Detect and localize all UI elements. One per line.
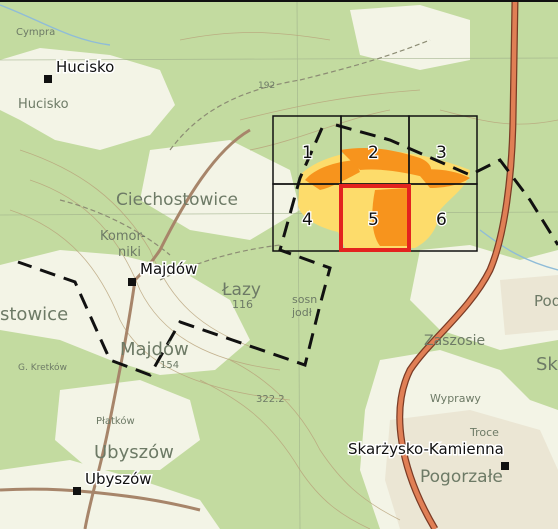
grid-cell-number: 6 (436, 210, 447, 230)
basemap-label: Łazy (221, 280, 261, 300)
basemap-label: Hucisko (18, 97, 69, 112)
basemap-label: Płatków (96, 415, 135, 427)
grid-cell-number: 3 (436, 143, 447, 163)
forest-tracks (59, 39, 431, 281)
secondary-roads (0, 128, 251, 529)
expressway (396, 0, 519, 529)
grid-cell-number: 1 (302, 143, 313, 163)
grid-cell-numbers: 1 2 3 4 5 6 (301, 142, 448, 232)
place-label-majdow: Majdów (140, 260, 197, 278)
streams (0, 4, 558, 271)
basemap-label: jodł (291, 306, 313, 319)
settlement-marker-icon (501, 462, 509, 470)
settlement-marker-icon (128, 278, 136, 286)
grid-cell-number: 5 (368, 210, 379, 230)
basemap-label: Troce (469, 426, 499, 439)
basemap-label: Pod (534, 292, 558, 310)
basemap-label: niki (118, 245, 141, 260)
basemap-label: Cympra (16, 27, 55, 38)
place-label-ubyszow: Ubyszów (85, 470, 152, 488)
place-labels: Hucisko Majdów Ubyszów Skarżysko-Kamienn… (55, 57, 506, 490)
basemap-label: 154 (160, 360, 179, 371)
settlement-marker-icon (44, 75, 52, 83)
place-label-skarzysko-kamienna: Skarżysko-Kamienna (348, 440, 504, 458)
basemap-label: sosn (292, 293, 317, 306)
settlement-areas (385, 275, 558, 529)
basemap-label: G. Kretków (18, 362, 67, 373)
basemap-label: 116 (232, 298, 253, 311)
basemap-label: Sk (536, 354, 558, 375)
basemap-label: Majdów (120, 339, 189, 360)
basemap-label: Pogorzałe (420, 467, 503, 487)
basemap-label: Zaszosie (424, 333, 485, 349)
grid-cell-number: 2 (368, 143, 379, 163)
settlement-markers (44, 75, 509, 495)
basemap-label: 322.2 (256, 394, 285, 405)
basemap-label: stowice (0, 304, 68, 325)
place-label-hucisko: Hucisko (56, 58, 114, 76)
basemap-label: Ciechostowice (116, 190, 238, 210)
grid-cell-number: 4 (302, 210, 313, 230)
basemap-label: Ubyszów (94, 442, 174, 463)
basemap-label: 192 (258, 81, 275, 91)
basemap-label: Komor- (100, 229, 146, 244)
forest-boundary (17, 123, 558, 377)
highlighted-cell-5 (339, 184, 411, 252)
settlement-marker-icon (73, 487, 81, 495)
basemap-label: Wyprawy (430, 392, 481, 405)
basemap-labels: Cympra Hucisko Ciechostowice Komor- niki… (0, 27, 558, 487)
